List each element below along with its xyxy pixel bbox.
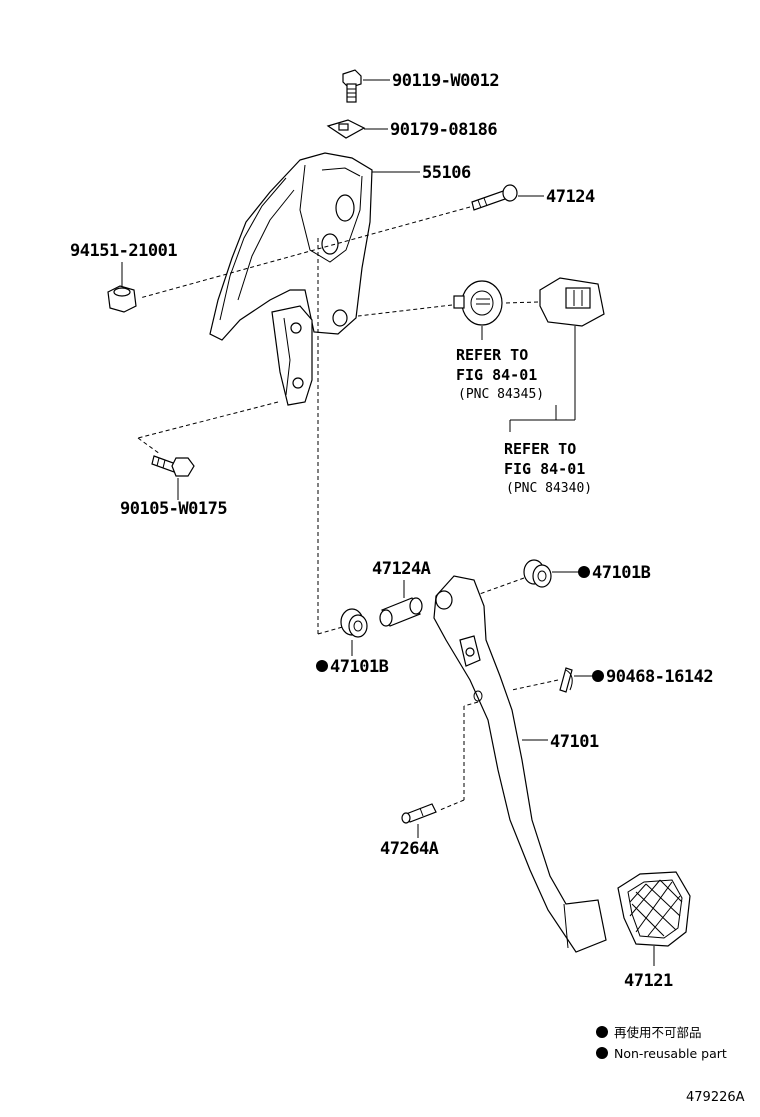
label-pin-bolt: 47124 [546,187,595,207]
label-pedal-pad: 47121 [624,971,673,991]
label-bolt-lower: 90105-W0175 [120,499,227,519]
stop-pin-drawing [401,803,437,824]
label-bushing-left: 47101B [330,657,389,677]
bolt-top-drawing [342,69,362,103]
label-stop-pin: 47264A [380,839,439,859]
clip-nut-drawing [326,119,366,139]
bolt-lower-drawing [151,455,195,477]
label-nut-left: 94151-21001 [70,241,177,261]
ref2-line2: FIG 84-01 [504,460,585,478]
ref2-line1: REFER TO [504,440,576,458]
bracket-drawing [209,152,373,406]
legend-dot-jp [596,1026,608,1038]
pedal-pad-drawing [617,871,691,947]
nut-left-drawing [107,285,137,313]
non-reusable-dot-clip [592,670,604,682]
pin-bolt-drawing [471,184,518,211]
legend-en: Non-reusable part [614,1046,727,1061]
label-clip-nut: 90179-08186 [390,120,497,140]
ref2-line3: (PNC 84340) [506,481,592,496]
label-collar: 47124A [372,559,431,579]
pedal-arm-drawing [433,575,607,953]
connector-drawing [539,277,605,327]
switch-drawing [453,280,503,326]
non-reusable-dot-right [578,566,590,578]
non-reusable-dot-left [316,660,328,672]
label-clip-pin: 90468-16142 [606,667,713,687]
collar-drawing [379,597,423,627]
ref1-line3: (PNC 84345) [458,387,544,402]
label-bushing-right: 47101B [592,563,651,583]
illustration-code: 479226A [686,1090,745,1105]
ref1-line1: REFER TO [456,346,528,364]
label-bracket: 55106 [422,163,471,183]
clip-pin-drawing [559,667,573,693]
legend-dot-en [596,1047,608,1059]
bushing-left-drawing [340,608,368,638]
bushing-right-drawing [523,559,552,588]
label-pedal-arm: 47101 [550,732,599,752]
ref1-line2: FIG 84-01 [456,366,537,384]
label-bolt-top: 90119-W0012 [392,71,499,91]
legend-jp: 再使用不可部品 [614,1025,702,1040]
